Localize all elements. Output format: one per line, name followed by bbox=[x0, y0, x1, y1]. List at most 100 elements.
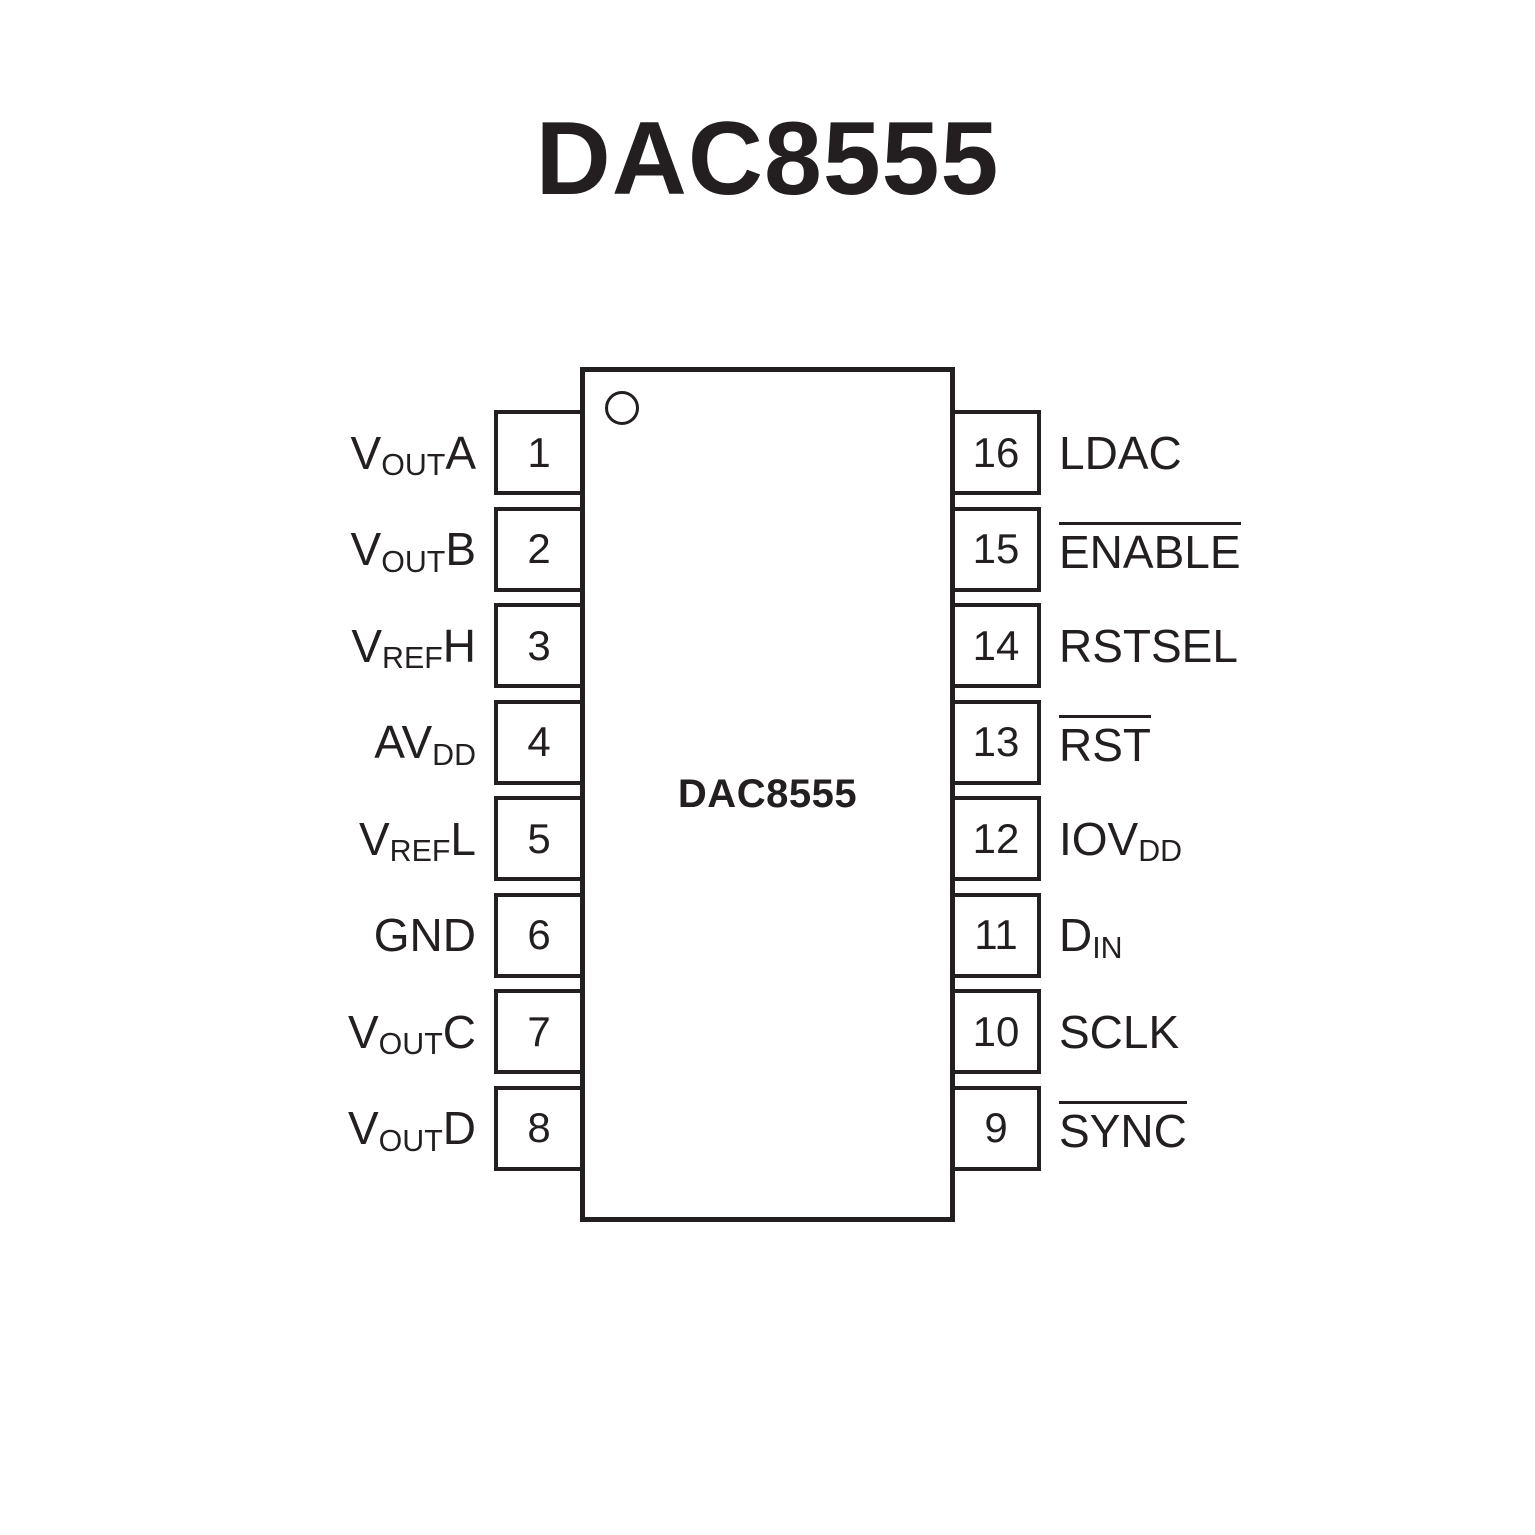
pin-label: GND bbox=[150, 912, 476, 958]
pin-label-text: RST bbox=[1059, 714, 1151, 771]
pin-box: 7 bbox=[494, 989, 580, 1074]
pin-label-sub: DD bbox=[432, 738, 476, 772]
pin-label-text: VREFL bbox=[358, 812, 476, 869]
pin-row-13: 13 RST bbox=[955, 699, 1241, 785]
pin-label-sub: OUT bbox=[381, 449, 446, 483]
pin-label-text: RSTSEL bbox=[1059, 620, 1238, 672]
pin-label-pre: V bbox=[358, 812, 390, 865]
pin-label-text: SYNC bbox=[1059, 1100, 1187, 1157]
pin-label-text: DIN bbox=[1059, 909, 1123, 963]
pin-label-sub: OUT bbox=[378, 1028, 443, 1062]
pin-box: 12 bbox=[955, 796, 1041, 881]
pin-box: 11 bbox=[955, 892, 1041, 978]
pin-label-pre: V bbox=[350, 426, 382, 479]
pin-label: LDAC bbox=[1059, 430, 1182, 476]
pin-row-12: 12 IOVDD bbox=[955, 796, 1241, 881]
pin-box: 15 bbox=[955, 506, 1041, 592]
pin-label-pre: LDAC bbox=[1059, 426, 1182, 479]
pin-label-pre: RSTSEL bbox=[1059, 619, 1238, 672]
pin-label-text: GND bbox=[374, 909, 476, 961]
pin-label: IOVDD bbox=[1059, 812, 1183, 869]
left-pin-column: VOUTA 1 VOUTB 2 VREFH 3 AVDD 4 VREFL 5 G… bbox=[150, 410, 580, 1171]
pin-label-sub: OUT bbox=[381, 545, 446, 579]
pin-number: 2 bbox=[527, 525, 551, 572]
pin-number: 8 bbox=[527, 1104, 551, 1151]
pin-row-14: 14 RSTSEL bbox=[955, 603, 1241, 688]
pin-row-3: VREFH 3 bbox=[150, 603, 580, 688]
pin-label-text: IOVDD bbox=[1059, 812, 1183, 869]
pin-label: VOUTD bbox=[150, 1102, 476, 1156]
pin-label-pre: RST bbox=[1059, 718, 1151, 771]
pin-row-15: 15 ENABLE bbox=[955, 506, 1241, 592]
pin-box: 13 bbox=[955, 699, 1041, 785]
pin-label: SCLK bbox=[1059, 1009, 1179, 1055]
pin-label-text: LDAC bbox=[1059, 427, 1182, 479]
pin-label-post: C bbox=[442, 1005, 476, 1058]
pin-number: 13 bbox=[972, 718, 1020, 765]
pin-label-post: B bbox=[445, 523, 476, 575]
pin-number: 3 bbox=[527, 621, 551, 669]
pin-box: 16 bbox=[955, 410, 1041, 495]
pin-number: 4 bbox=[527, 718, 551, 765]
pin-row-8: VOUTD 8 bbox=[150, 1085, 580, 1171]
pin-label-text: ENABLE bbox=[1059, 521, 1241, 578]
pin-label-sub: REF bbox=[389, 835, 451, 869]
pin1-indicator-icon bbox=[605, 391, 639, 425]
pin-label-pre: V bbox=[351, 619, 383, 672]
pin-label-pre: D bbox=[1059, 909, 1093, 961]
pin-label-pre: SYNC bbox=[1059, 1104, 1187, 1157]
pin-label-post: D bbox=[442, 1102, 476, 1154]
pin-number: 15 bbox=[972, 525, 1020, 572]
right-pin-column: 16 LDAC 15 ENABLE 14 RSTSEL 13 RST 12 IO… bbox=[955, 410, 1241, 1171]
pin-number: 10 bbox=[972, 1007, 1020, 1055]
pin-number: 5 bbox=[527, 814, 551, 862]
pin-box: 1 bbox=[494, 410, 580, 495]
pin-number: 16 bbox=[972, 428, 1020, 476]
pin-box: 4 bbox=[494, 699, 580, 785]
pin-label: VOUTB bbox=[150, 523, 476, 577]
pin-row-1: VOUTA 1 bbox=[150, 410, 580, 495]
pin-row-9: 9 SYNC bbox=[955, 1085, 1241, 1171]
chip-label: DAC8555 bbox=[677, 772, 858, 816]
pin-label-pre: IOV bbox=[1059, 812, 1139, 865]
pin-row-7: VOUTC 7 bbox=[150, 989, 580, 1074]
pin-number: 12 bbox=[972, 814, 1020, 862]
pin-label: VREFL bbox=[150, 812, 476, 869]
diagram-title: DAC8555 bbox=[535, 101, 1000, 217]
pin-label-sub: IN bbox=[1092, 931, 1123, 965]
pin-row-6: GND 6 bbox=[150, 892, 580, 978]
pin-label-pre: ENABLE bbox=[1059, 525, 1241, 578]
pin-label: ENABLE bbox=[1059, 521, 1241, 578]
pin-label: AVDD bbox=[150, 716, 476, 770]
pin-box: 9 bbox=[955, 1085, 1041, 1171]
pin-label-pre: V bbox=[347, 1102, 379, 1154]
pin-label: VREFH bbox=[150, 619, 476, 676]
pin-label-pre: GND bbox=[373, 909, 476, 961]
pin-box: 14 bbox=[955, 603, 1041, 688]
pin-box: 2 bbox=[494, 506, 580, 592]
pin-label-pre: V bbox=[350, 523, 382, 575]
pin-number: 6 bbox=[527, 911, 551, 958]
pin-box: 8 bbox=[494, 1085, 580, 1171]
pin-row-2: VOUTB 2 bbox=[150, 506, 580, 592]
pin-label-text: VOUTD bbox=[347, 1102, 476, 1156]
pin-label: VOUTA bbox=[150, 426, 476, 481]
pin-label-post: A bbox=[445, 426, 476, 479]
pin-label-sub: DD bbox=[1138, 835, 1183, 869]
pin-number: 14 bbox=[972, 621, 1020, 669]
pin-label-pre: V bbox=[347, 1005, 379, 1058]
pin-label-sub: REF bbox=[382, 642, 443, 676]
pin-row-5: VREFL 5 bbox=[150, 796, 580, 881]
pin-label: RSTSEL bbox=[1059, 623, 1238, 669]
pin-box: 5 bbox=[494, 796, 580, 881]
pin-row-11: 11 DIN bbox=[955, 892, 1241, 978]
pin-label: DIN bbox=[1059, 909, 1123, 963]
pin-number: 1 bbox=[527, 428, 551, 476]
pin-number: 9 bbox=[984, 1104, 1008, 1151]
pin-label-text: VOUTC bbox=[347, 1005, 476, 1062]
pin-label-text: AVDD bbox=[374, 716, 476, 770]
pin-label-pre: SCLK bbox=[1059, 1005, 1180, 1058]
pin-label-text: VREFH bbox=[351, 619, 476, 676]
pin-box: 10 bbox=[955, 989, 1041, 1074]
